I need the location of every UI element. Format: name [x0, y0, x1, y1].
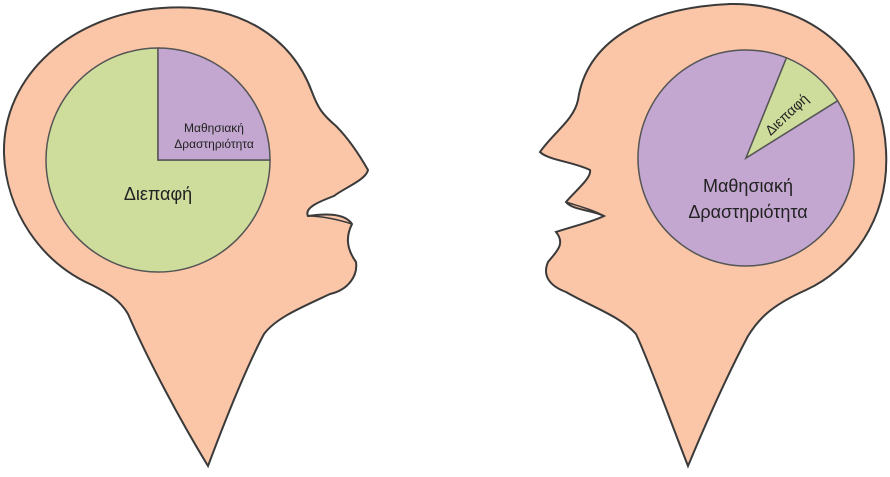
left-head: Διεπαφή Μαθησιακή Δραστηριότητα — [4, 7, 368, 466]
left-pie-label-learning-line1: Μαθησιακή — [184, 121, 244, 135]
left-pie: Διεπαφή Μαθησιακή Δραστηριότητα — [46, 48, 270, 272]
right-pie-label-learning-line1: Μαθησιακή — [703, 176, 793, 196]
left-pie-label-learning-line2: Δραστηριότητα — [174, 137, 254, 151]
right-pie: Μαθησιακή Δραστηριότητα Διεπαφή — [638, 50, 854, 266]
right-head: Μαθησιακή Δραστηριότητα Διεπαφή — [540, 4, 886, 466]
left-pie-label-interface: Διεπαφή — [124, 184, 192, 204]
right-pie-label-learning-line2: Δραστηριότητα — [688, 202, 807, 222]
